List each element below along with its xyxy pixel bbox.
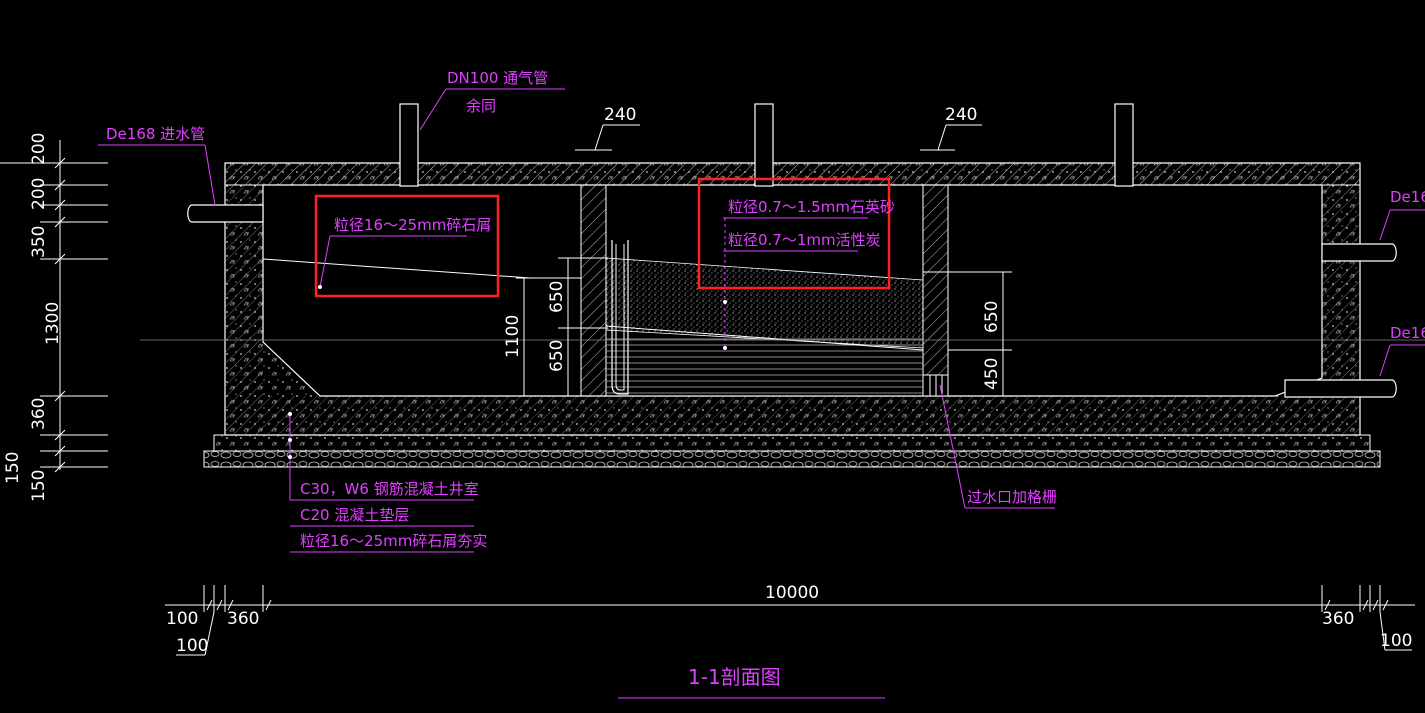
top-slab: [224, 162, 1361, 186]
annotation-leaders: [98, 88, 1425, 699]
dim-left-360: 360: [29, 398, 49, 430]
base-gravel-layer: [203, 450, 1381, 468]
bottom-slab: [263, 396, 1322, 435]
right-dimension-chain: [923, 271, 1012, 397]
outlet-pipe-upper: [1321, 243, 1397, 262]
label-outlet-pipe-1: De16: [1390, 188, 1425, 206]
filter-water-layer: [606, 335, 923, 396]
dim-right-650: 650: [982, 301, 1002, 333]
dim-bottom-100-r: 100: [1380, 631, 1412, 651]
dim-bottom-360-l: 360: [227, 609, 259, 629]
dim-240-b: 240: [945, 105, 977, 125]
label-vent-same: 余同: [466, 97, 496, 115]
dim-right-450: 450: [982, 358, 1002, 390]
dim-bottom-360-r: 360: [1322, 609, 1354, 629]
highlight-box-filter: [697, 177, 891, 290]
dim-mid-650-top: 650: [547, 281, 567, 313]
dim-240-a: 240: [604, 105, 636, 125]
dim-left-200-a: 200: [29, 133, 49, 165]
partition-wall-right: [922, 184, 949, 376]
left-wall: [225, 185, 263, 435]
dim-bottom-100-l-b: 100: [176, 636, 208, 656]
label-quartz-sand: 粒径0.7～1.5mm石英砂: [728, 198, 895, 216]
highlight-box-gravel: [314, 194, 500, 298]
label-grille: 过水口加格栅: [967, 488, 1057, 506]
outlet-pipe-lower: [1284, 379, 1397, 398]
vent-pipe-3: [1114, 103, 1134, 187]
inlet-pipe: [187, 204, 264, 223]
label-gravel-media: 粒径16～25mm碎石屑: [334, 216, 491, 234]
dim-left-350: 350: [29, 226, 49, 258]
dim-240-leaders: [575, 124, 982, 151]
u-pipe: [611, 240, 629, 395]
vent-pipe-2: [754, 103, 774, 187]
cushion-layer: [213, 434, 1371, 452]
filter-sand-layer: [605, 257, 924, 349]
annotation-dots: [288, 285, 727, 459]
dim-left-1300: 1300: [43, 302, 63, 345]
label-inlet-pipe: De168 进水管: [106, 125, 205, 143]
label-outlet-pipe-2: De16: [1390, 324, 1425, 342]
dim-mid-1100: 1100: [503, 315, 523, 358]
dim-mid-650-bot: 650: [547, 340, 567, 372]
mid-dimension-chain: [516, 257, 608, 397]
label-activated-carbon: 粒径0.7～1mm活性炭: [728, 231, 881, 249]
dim-bottom-total: 10000: [765, 583, 819, 603]
dim-left-150-b: 150: [29, 470, 49, 502]
dim-bottom-100-l-a: 100: [166, 609, 198, 629]
label-base-gravel: 粒径16～25mm碎石屑夯实: [300, 532, 487, 550]
label-well-wall: C30，W6 钢筋混凝土井室: [300, 480, 479, 498]
label-vent-pipe: DN100 通气管: [447, 69, 548, 87]
bottom-dimension-chain: [165, 585, 1415, 656]
partition-wall-left: [580, 184, 607, 397]
label-cushion: C20 混凝土垫层: [300, 506, 409, 524]
dim-left-200-b: 200: [29, 178, 49, 210]
vent-pipe-1: [399, 103, 419, 187]
left-dimension-chain: [0, 140, 108, 473]
section-title: 1-1剖面图: [688, 665, 781, 689]
dim-left-150-a: 150: [3, 452, 23, 484]
